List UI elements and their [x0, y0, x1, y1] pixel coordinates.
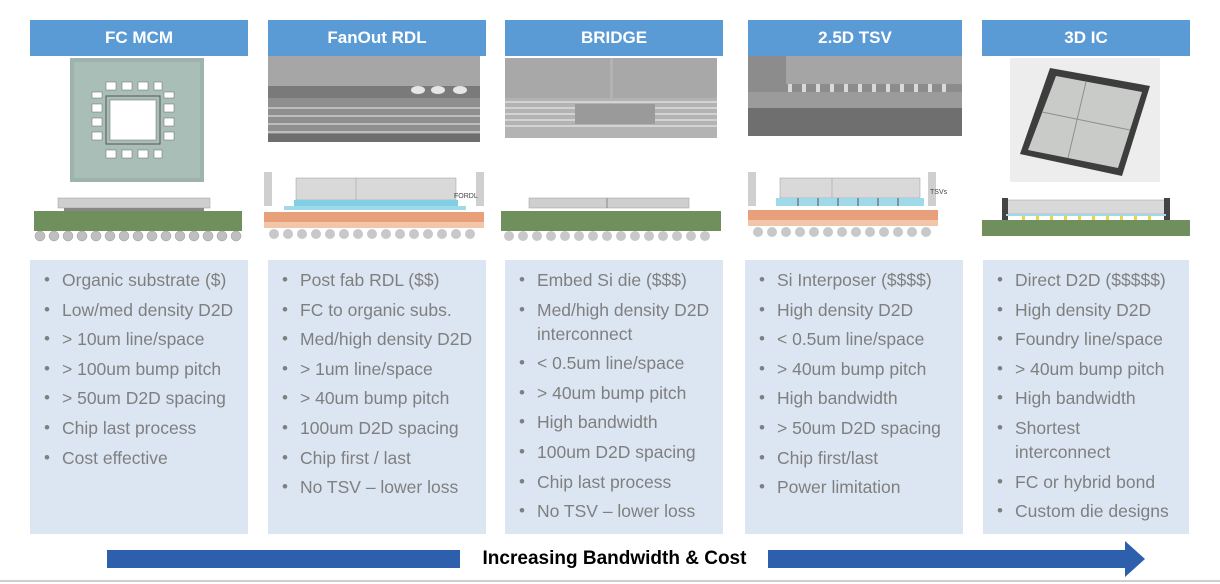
tsv-sem-photo — [748, 56, 962, 136]
bullet-item: High bandwidth — [757, 386, 953, 410]
column-2-5d-tsv: 2.5D TSV — [748, 20, 962, 256]
column-header: FC MCM — [30, 20, 248, 56]
bullet-panel-2-5d-tsv: Si Interposer ($$$$) High density D2D < … — [745, 260, 963, 534]
column-header: 2.5D TSV — [748, 20, 962, 56]
bullet-item: Organic substrate ($) — [42, 268, 238, 292]
bullet-item: > 40um bump pitch — [995, 357, 1179, 381]
image-zone — [30, 56, 248, 256]
tsvs-label: TSVs — [930, 189, 948, 196]
column-header: FanOut RDL — [268, 20, 486, 56]
bridge-sem-photo — [505, 58, 717, 138]
tsv-cross-section-diagram: TSVs — [748, 168, 962, 250]
bullet-panel-bridge: Embed Si die ($$$) Med/high density D2D … — [505, 260, 723, 534]
fc-mcm-package-image — [70, 58, 204, 182]
bullet-panel-fanout-rdl: Post fab RDL ($$) FC to organic subs. Me… — [268, 260, 486, 534]
fanout-sem-photo — [268, 56, 480, 142]
image-zone — [982, 56, 1190, 256]
bullet-item: Cost effective — [42, 446, 238, 470]
image-zone: FORDL — [264, 56, 486, 256]
arrow-label: Increasing Bandwidth & Cost — [482, 548, 747, 569]
bullet-item: < 0.5um line/space — [517, 351, 713, 375]
bullet-item: > 40um bump pitch — [280, 386, 476, 410]
bullet-item: No TSV – lower loss — [280, 475, 476, 499]
bullet-item: 100um D2D spacing — [280, 416, 476, 440]
bullet-item: Chip first / last — [280, 446, 476, 470]
bullet-item: High bandwidth — [995, 386, 1179, 410]
bullet-list: Si Interposer ($$$$) High density D2D < … — [757, 268, 953, 499]
column-3d-ic: 3D IC — [982, 20, 1190, 256]
bullet-item: FC to organic subs. — [280, 298, 476, 322]
bullet-item: Power limitation — [757, 475, 953, 499]
3d-ic-chip-photo — [1010, 58, 1160, 182]
bullet-item: Custom die designs — [995, 499, 1179, 523]
bullet-item: High density D2D — [757, 298, 953, 322]
bullet-item: Chip last process — [42, 416, 238, 440]
bullet-item: > 1um line/space — [280, 357, 476, 381]
bullet-item: Med/high density D2D interconnect — [517, 298, 713, 346]
image-zone — [501, 56, 723, 256]
bullet-item: < 0.5um line/space — [757, 327, 953, 351]
bullet-item: > 40um bump pitch — [757, 357, 953, 381]
arrow-shaft-right — [768, 550, 1126, 568]
column-bridge: BRIDGE — [501, 20, 723, 256]
bullet-item: Post fab RDL ($$) — [280, 268, 476, 292]
bullet-item: High density D2D — [995, 298, 1179, 322]
bullet-item: > 100um bump pitch — [42, 357, 238, 381]
column-fanout-rdl: FanOut RDL FOR — [264, 20, 486, 256]
bullet-panel-3d-ic: Direct D2D ($$$$$) High density D2D Foun… — [983, 260, 1189, 534]
bullet-list: Direct D2D ($$$$$) High density D2D Foun… — [995, 268, 1179, 523]
bullet-list: Post fab RDL ($$) FC to organic subs. Me… — [280, 268, 476, 499]
column-header: 3D IC — [982, 20, 1190, 56]
bullet-item: Si Interposer ($$$$) — [757, 268, 953, 292]
bullet-item: > 40um bump pitch — [517, 381, 713, 405]
package-top-view-photo — [70, 58, 204, 182]
bullet-item: > 50um D2D spacing — [42, 386, 238, 410]
arrow-shaft-left — [107, 550, 460, 568]
bullet-item: > 10um line/space — [42, 327, 238, 351]
bullet-item: Chip first/last — [757, 446, 953, 470]
divider — [0, 580, 1220, 582]
column-fc-mcm: FC MCM — [30, 20, 248, 256]
bullet-item: Direct D2D ($$$$$) — [995, 268, 1179, 292]
image-zone: TSVs — [748, 56, 962, 256]
bullet-item: Chip last process — [517, 470, 713, 494]
fordl-label: FORDL — [454, 193, 478, 200]
bullet-item: High bandwidth — [517, 410, 713, 434]
bullet-item: Embed Si die ($$$) — [517, 268, 713, 292]
fanout-cross-section-diagram: FORDL — [264, 168, 486, 250]
bridge-cross-section-diagram — [499, 186, 723, 246]
column-header: BRIDGE — [505, 20, 723, 56]
bullet-item: Med/high density D2D — [280, 327, 476, 351]
bullet-list: Organic substrate ($) Low/med density D2… — [42, 268, 238, 470]
bullet-item: > 50um D2D spacing — [757, 416, 953, 440]
arrow-head-icon — [1125, 541, 1145, 577]
bullet-panel-fc-mcm: Organic substrate ($) Low/med density D2… — [30, 260, 248, 534]
bullet-item: No TSV – lower loss — [517, 499, 713, 523]
fc-mcm-cross-section-diagram — [30, 186, 248, 246]
bullet-item: FC or hybrid bond — [995, 470, 1179, 494]
bullet-item: Shortest interconnect — [995, 416, 1179, 464]
bullet-item: 100um D2D spacing — [517, 440, 713, 464]
bullet-list: Embed Si die ($$$) Med/high density D2D … — [517, 268, 713, 523]
bullet-item: Low/med density D2D — [42, 298, 238, 322]
3d-ic-cross-section-diagram — [982, 186, 1190, 246]
bullet-item: Foundry line/space — [995, 327, 1179, 351]
